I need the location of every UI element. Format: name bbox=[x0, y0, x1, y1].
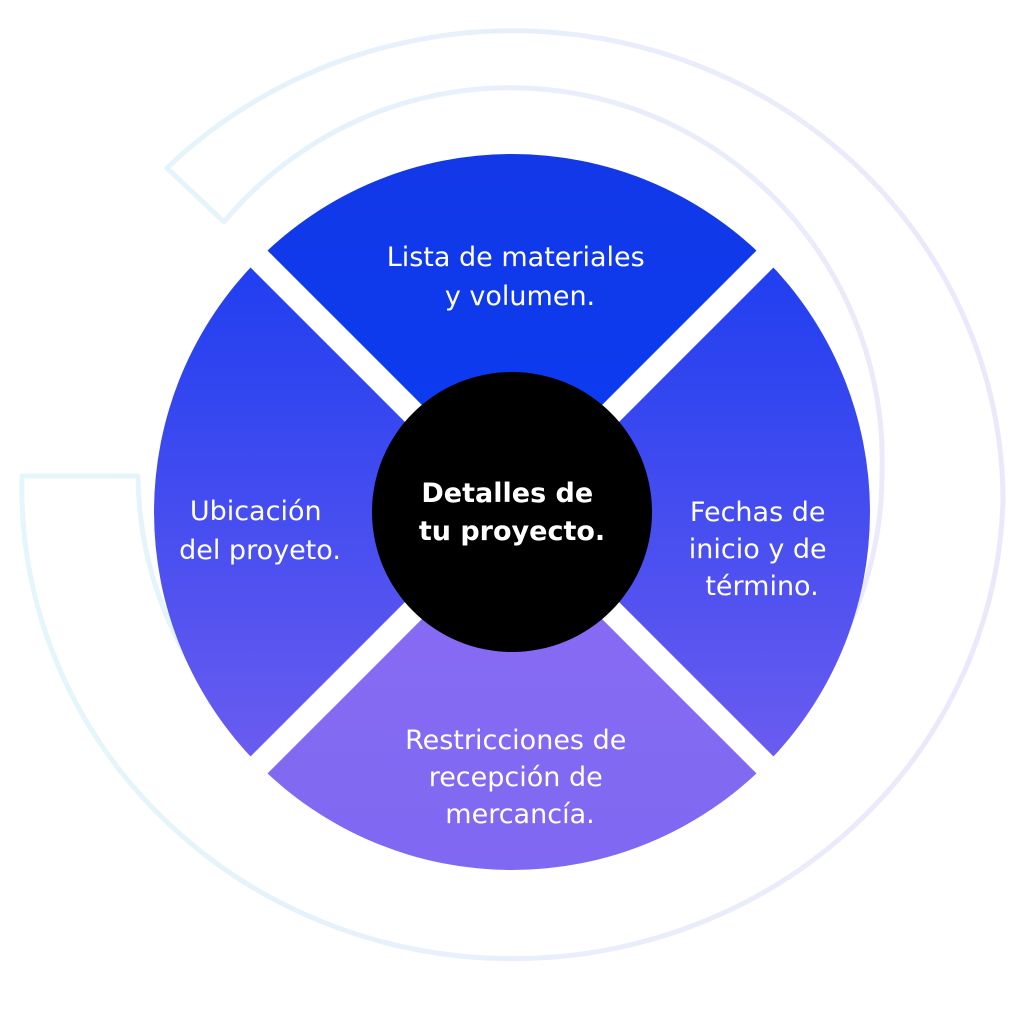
segment-right-label: Fechas de inicio y de término. bbox=[689, 497, 835, 602]
segment-left bbox=[154, 258, 513, 766]
center-label: Detalles de tu proyecto. bbox=[419, 478, 605, 547]
outer-ring-band bbox=[19, 28, 1006, 962]
segment-left-label: Ubicación del proyeto. bbox=[179, 496, 341, 566]
segment-right bbox=[512, 258, 870, 766]
segment-top bbox=[258, 154, 766, 513]
center-circle bbox=[372, 372, 652, 652]
segment-top-label: Lista de materiales y volumen. bbox=[387, 242, 654, 312]
segment-bottom bbox=[258, 512, 766, 870]
segment-bottom-label: Restricciones de recepción de mercancía. bbox=[405, 725, 635, 830]
